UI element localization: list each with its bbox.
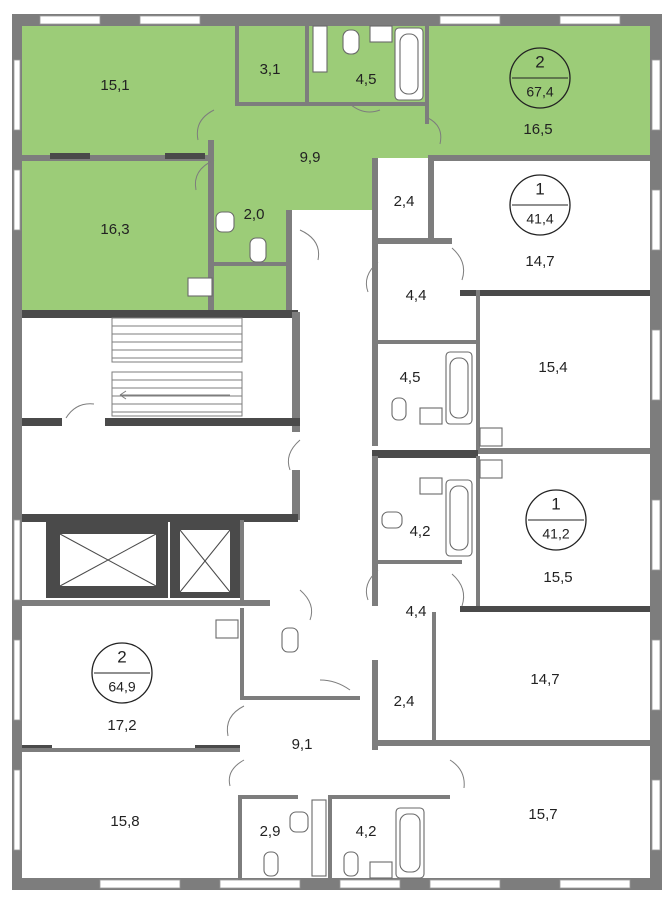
apartment-area: 41,2 [542, 526, 569, 542]
apartment-area: 67,4 [526, 84, 553, 100]
room-area-label: 15,4 [538, 359, 567, 376]
room-area-label: 15,1 [100, 77, 129, 94]
room-area-label: 16,3 [100, 221, 129, 238]
staircase [111, 317, 243, 417]
room-labels: 15,1 3,1 4,5 16,5 9,9 16,3 2,0 2,4 14,7 … [100, 61, 572, 840]
room-area-label: 4,5 [400, 369, 421, 386]
apartment-rooms: 2 [117, 647, 126, 666]
apartment-badge-right-upper[interactable]: 1 41,4 [509, 174, 571, 236]
room-area-label: 4,2 [410, 523, 431, 540]
apartment-badge-bottom-left[interactable]: 2 64,9 [91, 642, 153, 704]
apartment-rooms: 2 [535, 52, 544, 71]
room-area-label: 2,4 [394, 193, 415, 210]
apartment-rooms: 1 [551, 494, 560, 513]
room-area-label: 9,1 [292, 736, 313, 753]
apartment-area: 41,4 [526, 211, 553, 227]
room-area-label: 4,5 [356, 71, 377, 88]
room-area-label: 15,5 [543, 569, 572, 586]
room-area-label: 2,4 [394, 693, 415, 710]
room-area-label: 17,2 [107, 717, 136, 734]
apartment-badge-right-lower[interactable]: 1 41,2 [525, 489, 587, 551]
apartment-rooms: 1 [535, 179, 544, 198]
highlighted-apartment[interactable] [22, 24, 650, 312]
apartment-area: 64,9 [108, 679, 135, 695]
room-area-label: 15,7 [528, 806, 557, 823]
room-area-label: 15,8 [110, 813, 139, 830]
room-area-label: 14,7 [530, 671, 559, 688]
apartment-badge-top-left[interactable]: 2 67,4 [509, 47, 571, 109]
room-area-label: 2,0 [244, 206, 265, 223]
room-area-label: 4,4 [406, 287, 427, 304]
doors [65, 103, 465, 789]
fixtures [187, 25, 503, 879]
room-area-label: 4,2 [356, 823, 377, 840]
room-area-label: 3,1 [260, 61, 281, 78]
elevator-shafts [59, 529, 231, 593]
room-area-label: 16,5 [523, 121, 552, 138]
room-area-label: 14,7 [525, 253, 554, 270]
room-area-label: 2,9 [260, 823, 281, 840]
room-area-label: 9,9 [300, 149, 321, 166]
room-area-label: 4,4 [406, 603, 427, 620]
windows [13, 15, 661, 889]
